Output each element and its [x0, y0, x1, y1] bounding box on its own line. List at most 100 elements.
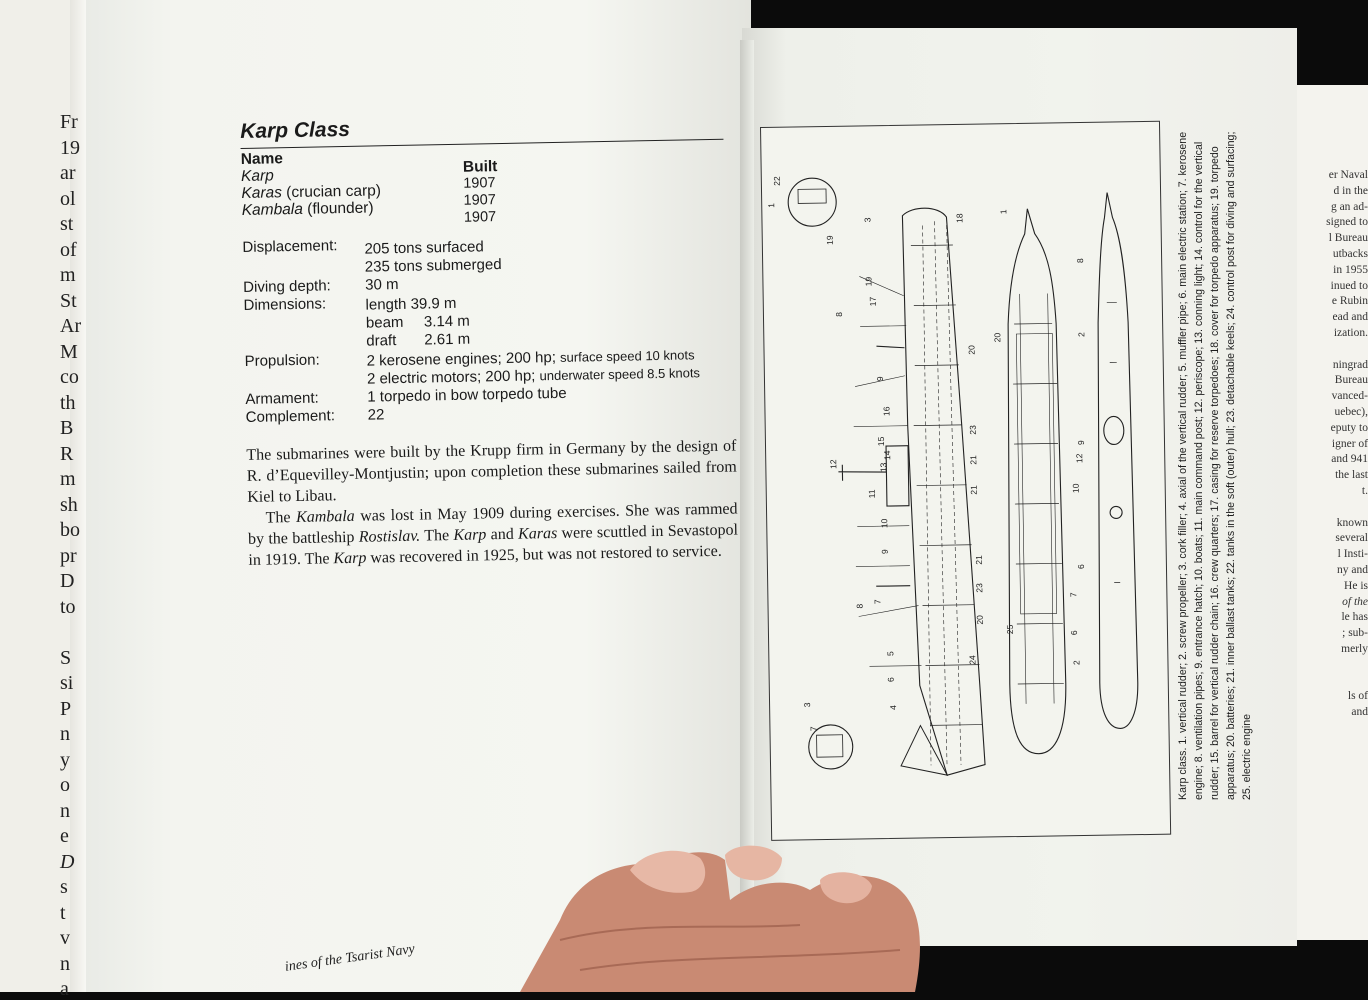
background-left-fragment: sh: [60, 495, 78, 515]
background-left-fragment: B: [60, 418, 73, 438]
spec-label: Diving depth:: [243, 277, 365, 297]
background-right-fragment: known: [1296, 516, 1368, 532]
diagram-callout-label: 6: [1076, 564, 1086, 569]
boat-name: Karas: [241, 184, 282, 202]
background-left-fragment: bo: [60, 520, 80, 540]
boat-built: 1907: [463, 175, 496, 192]
diagram-callout-label: 9: [875, 376, 885, 381]
diagram-callout-label: 12: [828, 459, 838, 469]
background-left-fragment: M: [60, 342, 78, 362]
background-left-fragment: St: [60, 291, 77, 311]
built-header: Built: [463, 158, 498, 177]
spec-label: Complement:: [246, 407, 368, 427]
cross-section-upper: [788, 178, 837, 227]
diagram-callout-label: 4: [888, 705, 898, 710]
diagram-callout-label: 10: [879, 518, 889, 528]
diagram-callout-label: 3: [802, 702, 812, 707]
boat-built: 1907: [463, 192, 496, 209]
background-right-fragment: ization.: [1296, 326, 1368, 342]
figure-caption: Karp class. 1. vertical rudder; 2. screw…: [1175, 130, 1255, 800]
background-left-fragment: Ar: [60, 316, 81, 336]
diagram-callout-label: 22: [772, 176, 782, 186]
spec-sub-label: draft: [366, 332, 424, 351]
paragraph-1: The submarines were built by the Krupp f…: [246, 436, 737, 508]
plan-view-hull: [1092, 192, 1138, 729]
diagram-callout-label: 21: [969, 485, 979, 495]
diagram-callout-label: 16: [881, 406, 891, 416]
background-right-fragment: in 1955: [1296, 263, 1368, 279]
diagram-callout-label: 23: [974, 583, 984, 593]
spec-value: 22: [368, 406, 385, 424]
background-right-fragment: ningrad: [1296, 358, 1368, 374]
spec-label: Dimensions:: [243, 295, 365, 315]
background-left-fragment: st: [60, 214, 73, 234]
spec-value: 2.61 m: [424, 331, 470, 349]
background-right-fragment: ; sub-: [1296, 626, 1368, 642]
background-right-fragment: [1296, 500, 1368, 516]
diagram-callout-label: 13: [878, 462, 888, 472]
diagram-callout-label: 24: [967, 655, 977, 665]
boat-list: Name Built Karp 1907 Karas (crucian carp…: [241, 142, 732, 221]
background-left-fragment: of: [60, 240, 77, 260]
background-left-fragment: Fr: [60, 112, 78, 132]
diagram-callout-label: 6: [1069, 630, 1079, 635]
name-header: Name: [241, 150, 284, 169]
diagram-callout-label: 9: [1076, 440, 1086, 445]
background-left-fragment: S: [60, 648, 71, 668]
background-right-fragment: the last: [1296, 468, 1368, 484]
background-left-fragment: to: [60, 597, 76, 617]
background-right-fragment: er Naval: [1296, 168, 1368, 184]
spec-value: 205 tons surfaced: [364, 234, 501, 259]
boat-row: Karp: [241, 167, 274, 186]
spec-value: 235 tons submerged: [365, 256, 502, 277]
background-right-fragment: inued to: [1296, 279, 1368, 295]
diagram-callout-label: 15: [876, 436, 886, 446]
background-right-fragment: of the: [1296, 595, 1368, 611]
background-right-fragment: t.: [1296, 484, 1368, 500]
diagram-callout-label: 8: [834, 312, 844, 317]
background-left-fragment: n: [60, 724, 70, 744]
background-right-fragment: several: [1296, 531, 1368, 547]
spec-value: 3.14 m: [424, 313, 470, 331]
background-right-fragment: Bureau: [1296, 373, 1368, 389]
spec-sub-label: beam: [366, 314, 424, 333]
diagram-callout-label: 23: [968, 425, 978, 435]
background-left-fragment: 19: [60, 138, 80, 158]
background-right-fragment: ny and: [1296, 563, 1368, 579]
background-right-fragment: [1296, 674, 1368, 690]
background-left-fragment: D: [60, 571, 74, 591]
background-left-fragment: ol: [60, 189, 76, 209]
background-right-fragment: uebec),: [1296, 405, 1368, 421]
spec-value: underwater speed 8.5 knots: [539, 365, 700, 383]
background-right-fragment: He is: [1296, 579, 1368, 595]
background-left-fragment: D: [60, 852, 74, 872]
background-left-fragment: y: [60, 750, 70, 770]
spec-label: Armament:: [245, 389, 367, 409]
diagram-callout-label: 8: [1075, 258, 1085, 263]
background-left-fragment: ar: [60, 163, 76, 183]
spec-label: Propulsion:: [244, 351, 366, 371]
background-left-fragment: m: [60, 469, 76, 489]
background-left-fragment: s: [60, 877, 68, 897]
spec-value: 30 m: [365, 276, 399, 295]
boat-note: (crucian carp): [282, 182, 381, 201]
diagram-callout-label: 3: [862, 217, 872, 222]
diagram-callout-label: 25: [1005, 624, 1015, 634]
diagram-callout-label: 5: [885, 651, 895, 656]
background-left-fragment: th: [60, 393, 76, 413]
diagram-callout-label: 7: [808, 726, 818, 731]
diagram-callout-label: 7: [1068, 592, 1078, 597]
left-page-content: Karp Class Name Built Karp 1907 Karas (c…: [240, 111, 739, 571]
background-right-fragment: l Insti-: [1296, 547, 1368, 563]
diagram-callout-label: 6: [886, 677, 896, 682]
diagram-callout-label: 17: [868, 296, 878, 306]
diagram-callout-label: 20: [992, 332, 1002, 342]
background-left-fragment: R: [60, 444, 73, 464]
boat-name: Karp: [241, 167, 274, 185]
diagram-callout-label: 20: [975, 615, 985, 625]
background-right-fragment: le has: [1296, 610, 1368, 626]
